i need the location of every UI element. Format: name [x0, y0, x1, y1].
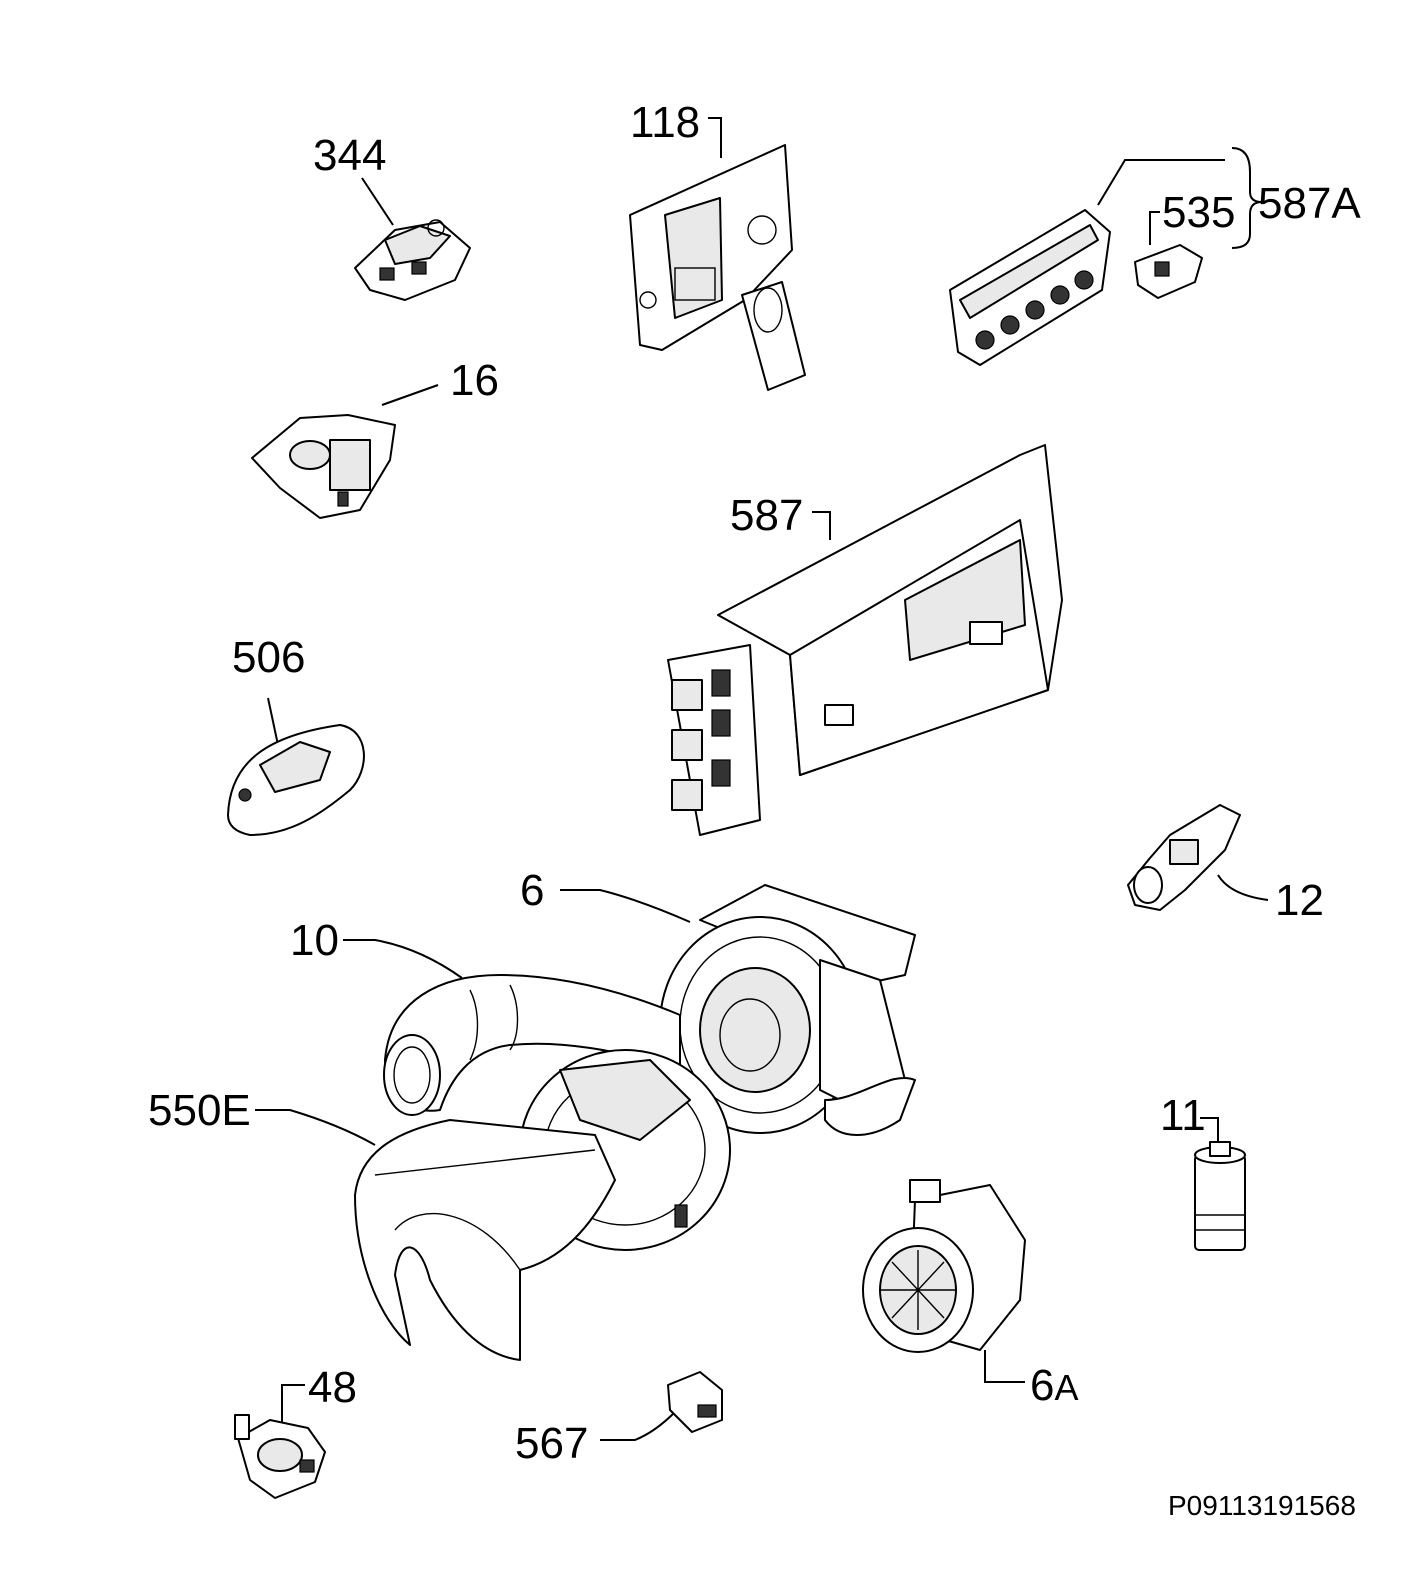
- part-550E: 550E: [148, 1049, 731, 1361]
- part-12: 12: [1127, 804, 1324, 925]
- part-118: 118: [629, 98, 806, 391]
- part-16: 16: [251, 356, 499, 519]
- label-587A: 587A: [1258, 179, 1361, 228]
- part-6A: 6A: [862, 1179, 1079, 1410]
- label-16: 16: [450, 356, 499, 405]
- label-535: 535: [1162, 188, 1235, 237]
- part-567: 567: [515, 1371, 723, 1468]
- part-6: 6: [520, 866, 916, 1136]
- part-535: 535: [1134, 188, 1235, 299]
- drawing-number: P09113191568: [1168, 1490, 1356, 1521]
- label-12: 12: [1275, 876, 1324, 925]
- part-10: 10: [290, 916, 681, 1116]
- label-506: 506: [232, 633, 305, 682]
- label-587: 587: [730, 491, 803, 540]
- label-6A: 6A: [1030, 1361, 1079, 1410]
- part-48: 48: [234, 1363, 357, 1499]
- part-587A: 587A: [949, 147, 1361, 366]
- label-550E: 550E: [148, 1086, 251, 1135]
- part-11: 11: [1160, 1091, 1246, 1251]
- label-48: 48: [308, 1363, 357, 1412]
- part-587: 587: [667, 444, 1063, 836]
- part-344: 344: [313, 131, 471, 301]
- label-11: 11: [1160, 1091, 1206, 1140]
- part-506: 506: [227, 633, 365, 836]
- label-344: 344: [313, 131, 386, 180]
- label-10: 10: [290, 916, 339, 965]
- label-6: 6: [520, 866, 544, 915]
- label-567: 567: [515, 1419, 588, 1468]
- label-118: 118: [630, 98, 700, 147]
